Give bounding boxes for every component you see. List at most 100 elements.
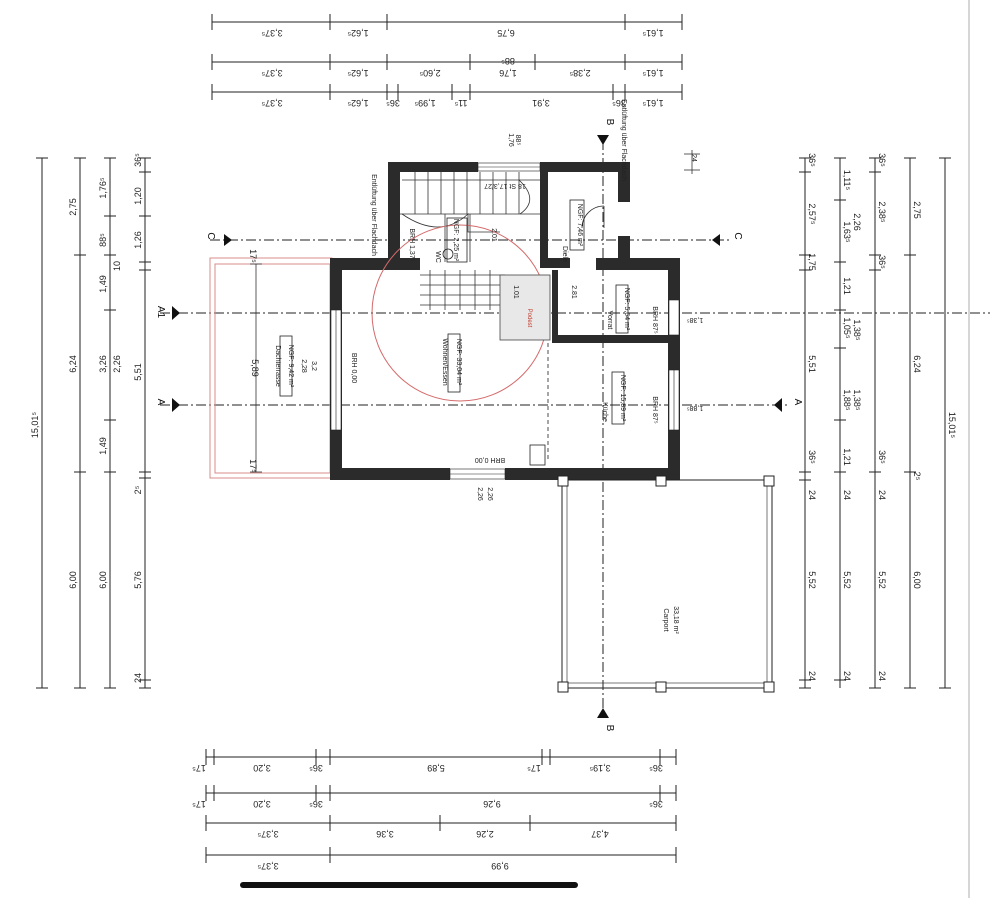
dim-label: 15,01⁵ <box>30 412 40 439</box>
dim-label: 1,21 <box>842 277 852 295</box>
brh-stair: BRH 1,37⁵ <box>408 228 415 261</box>
dim-label: 3,36 <box>376 829 394 839</box>
dim-label: 24 <box>133 673 143 683</box>
dim-label: 2⁵ <box>912 472 922 481</box>
dim-label: 17⁵ <box>248 459 258 473</box>
dim-label: 1,49 <box>98 437 108 455</box>
room-area-carport: 33,18 m² <box>672 606 679 634</box>
kitchen: Küche NGF: 15,89 m² BRH 87⁵ 1,88⁵ <box>601 371 703 425</box>
left-dimension-chains: 15,01⁵ 2,75 6,24 6,00 1,76⁵ 88⁵ 1,49 3,2… <box>30 153 151 689</box>
dim-label: 11⁵ <box>454 98 467 108</box>
door-swing <box>581 205 605 229</box>
carport-post <box>655 475 667 487</box>
dim-label: 1,75 <box>807 253 817 271</box>
room-name-carport: Carport <box>662 608 669 631</box>
room-area-kitchen: NGF: 15,89 m² <box>619 375 626 422</box>
door-label: 2.81 <box>570 285 577 299</box>
dim-label: 24 <box>877 671 887 681</box>
section-mark-c-right: C <box>732 232 743 239</box>
dim-label: 36⁵ <box>807 153 817 167</box>
dim-label: 36⁵ <box>807 450 817 464</box>
section-mark-c-left: C <box>205 232 216 239</box>
vent-right: Entlüftung über Flachdach <box>620 99 627 181</box>
dim-label: 2,57⁵ <box>807 203 817 225</box>
dim-label: 36⁵ <box>877 153 887 167</box>
room-name-kitchen: Küche <box>601 402 608 422</box>
dim-label: 36⁵ <box>386 98 400 108</box>
dim-label: 1,62⁵ <box>347 68 369 78</box>
dim-label: 1,20 <box>133 187 143 205</box>
dim-label: 24 <box>807 671 817 681</box>
dim-label: 2,26 <box>112 355 122 373</box>
home-indicator[interactable] <box>240 882 578 888</box>
dim-label: 1,63⁵ <box>842 221 852 243</box>
dim-label: 36⁵ <box>612 98 626 108</box>
section-arrow-c-left <box>224 234 232 246</box>
section-axes: C C A1 A A B B <box>155 119 990 732</box>
dim-label: 24 <box>690 154 697 162</box>
section-arrow-a-left <box>172 398 180 412</box>
carport-post <box>763 475 775 487</box>
dim-label: 6,75 <box>497 28 515 38</box>
dim-label: 2,26 <box>852 213 862 231</box>
carport-post <box>655 681 667 693</box>
dim-label: 1,38⁵ <box>852 319 862 341</box>
dim-label: 1,38⁵ <box>852 389 862 411</box>
dim-label: 3,2 <box>310 361 317 371</box>
section-mark-a-left: A <box>155 399 166 406</box>
brh-pantry: BRH 87⁵ <box>651 306 658 334</box>
dim-label: 3,91 <box>532 98 550 108</box>
dim-label: 1,21 <box>842 448 852 466</box>
dim-label: 17⁵ <box>248 249 258 263</box>
dim-label: 3,37⁵ <box>257 829 279 839</box>
walls <box>330 162 680 480</box>
stair-note: 18 St 17,3/27 <box>484 182 526 189</box>
wc: WC NGF: 2,25 m² 2.01 <box>434 217 497 263</box>
section-mark-b-bottom: B <box>604 725 615 732</box>
dim-label: 2,75 <box>912 201 922 219</box>
chimney-icon <box>529 444 546 466</box>
dim-label: 2,38⁵ <box>877 201 887 223</box>
dim-label: 36⁵ <box>877 450 887 464</box>
section-mark-b-top: B <box>604 119 615 126</box>
section-mark-a-right: A <box>792 399 803 406</box>
dim-label: 3,37⁵ <box>261 68 283 78</box>
section-arrow-a1 <box>172 306 180 320</box>
dim-label: 24 <box>842 490 852 500</box>
dim-label: 88⁵ <box>98 233 108 247</box>
dim-label: 3,37⁵ <box>257 861 279 871</box>
dim-label: 6,00 <box>68 571 78 589</box>
dim-label: 3,37⁵ <box>261 98 283 108</box>
dim-label: 1,49 <box>98 275 108 293</box>
dim-label: 1,05⁵ <box>842 317 852 339</box>
dim-label: 1.01 <box>512 285 519 299</box>
brh-living: BRH 0,00 <box>350 353 357 383</box>
living-room: Wohnen/Essen NGF: 33,04 m² BRH 0,00 BRH … <box>350 333 549 501</box>
section-arrow-a-right <box>774 398 782 412</box>
scan-page-edge <box>968 0 970 898</box>
dim-label: 17⁵ <box>192 763 206 773</box>
dim-label: 88⁵ <box>501 56 515 66</box>
dim-label: 15,01⁵ <box>947 412 957 439</box>
dim-label: 3,19⁵ <box>589 763 611 773</box>
top-row2-labels: 3,37⁵ 1,62⁵ 2,60⁵ 1,76 88⁵ 2,38⁵ 1,61⁵ <box>261 56 664 78</box>
dim-label: 2,28 <box>300 359 307 373</box>
staircase: 18 St 17,3/27 BRH 1,37⁵ Podest 1.01 <box>371 172 551 402</box>
dim-label: 17⁵ <box>192 799 206 809</box>
carport-post <box>763 681 775 693</box>
room-name-hall: Diele <box>561 246 568 262</box>
carport: Carport 33,18 m² <box>557 475 775 693</box>
room-area-pantry: NGF: 5,64 m² <box>623 288 630 331</box>
dim-label: 36⁵ <box>309 763 323 773</box>
dim-label: 5,51 <box>133 363 143 381</box>
dim-label: 1,76 <box>507 133 514 147</box>
room-area-box <box>569 199 585 251</box>
dim-label: 1,76⁵ <box>98 177 108 199</box>
dim-label: 2,75 <box>68 198 78 216</box>
dim-label: 3,20 <box>253 799 271 809</box>
dim-label: 5,52 <box>877 571 887 589</box>
brh-kitchen: BRH 87⁵ <box>651 396 658 424</box>
podest-label: Podest <box>526 309 532 328</box>
dim-label: 1,61⁵ <box>642 68 664 78</box>
dim-label: 3,20 <box>253 763 271 773</box>
